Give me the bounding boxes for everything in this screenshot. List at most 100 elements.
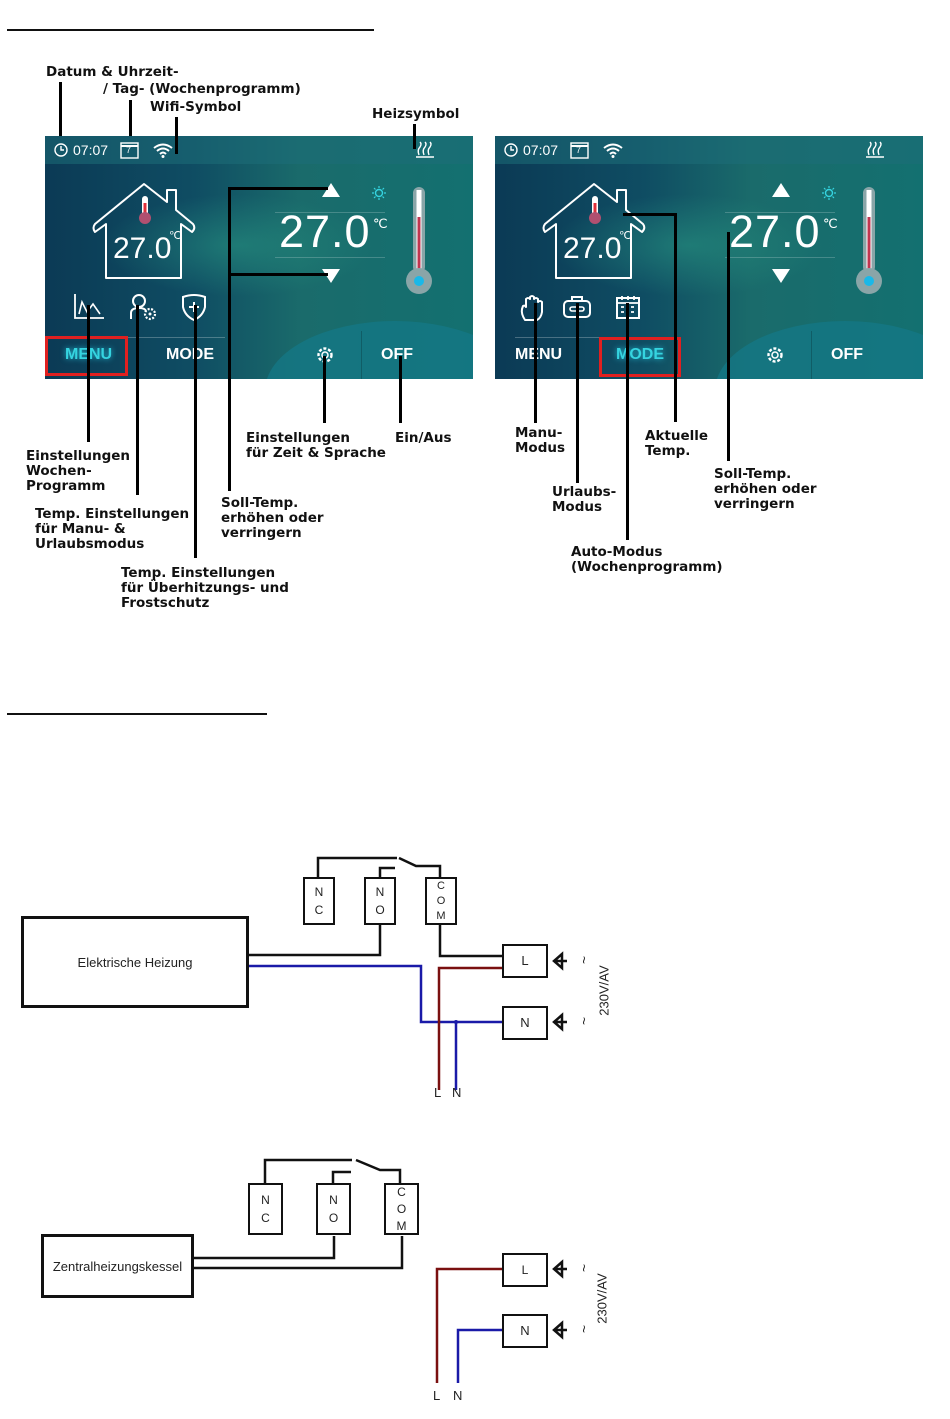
- label-manu-mode: Manu- Modus: [515, 425, 566, 456]
- menu-highlight-box: [45, 336, 128, 376]
- temp-down-button[interactable]: [322, 269, 340, 283]
- no-letter: O: [375, 903, 385, 917]
- sun-icon: [822, 186, 836, 200]
- no-to-heater-wire: [249, 925, 382, 957]
- label-day: / Tag- (Wochenprogramm): [103, 81, 301, 97]
- label-manu-urlaub: Temp. Einstellungen für Manu- & Urlaubsm…: [35, 506, 190, 552]
- l-input-arrow: [552, 951, 567, 971]
- label-onoff: Ein/Aus: [395, 430, 452, 446]
- ac-symbol: ~: [576, 1263, 593, 1273]
- wifi-icon: [153, 143, 173, 158]
- com-to-l-wire: [438, 925, 502, 958]
- status-bar: [45, 136, 473, 164]
- current-temperature: 27.0: [563, 232, 622, 265]
- thermometer-gauge: [406, 187, 432, 294]
- label-weekly-program: Einstellungen Wochen- Programm: [26, 448, 131, 494]
- status-bar: [495, 136, 923, 164]
- setpoint-divider-bottom: [275, 257, 385, 258]
- supply-live-wire: [437, 966, 502, 1090]
- setpoint-unit: ℃: [373, 216, 388, 231]
- terminal-n: N: [502, 1006, 548, 1040]
- nc-letter: N: [261, 1193, 270, 1207]
- n-input-arrow: [552, 1320, 567, 1340]
- heater-neutral-wire: [249, 964, 502, 1024]
- ac-symbol: ~: [576, 1324, 593, 1334]
- time-display: 07:07: [523, 142, 559, 158]
- boiler-label: Zentralheizungskessel: [52, 1258, 183, 1274]
- terminal-l: L: [502, 1253, 548, 1287]
- hand-manual-icon[interactable]: [519, 294, 543, 322]
- pointer-datetime: [59, 82, 62, 136]
- pointer-weekly: [87, 305, 90, 442]
- icon-row-divider: [65, 337, 225, 338]
- relay-bridge-wire: [316, 856, 442, 877]
- clock-icon: [54, 143, 68, 157]
- label-urlaub-mode: Urlaubs- Modus: [552, 484, 617, 515]
- com-letter: C: [437, 879, 445, 892]
- electric-heater-label: Elektrische Heizung: [77, 954, 193, 970]
- mode-button[interactable]: MODE: [166, 346, 214, 363]
- wifi-icon: [603, 143, 623, 158]
- setpoint-unit: ℃: [823, 216, 838, 231]
- current-temp-unit: ℃: [169, 230, 182, 242]
- settings-gear-button[interactable]: [765, 345, 785, 365]
- calendar-icon: [120, 142, 139, 159]
- nc-letter: C: [314, 903, 324, 917]
- pointer-setpoint-v: [228, 188, 231, 491]
- pointer-current-v: [674, 213, 677, 422]
- temp-down-button[interactable]: [772, 269, 790, 283]
- off-button[interactable]: OFF: [381, 346, 413, 363]
- setpoint-temperature: 27.0: [729, 206, 821, 257]
- no-to-boiler-wire: [194, 1236, 336, 1260]
- thermometer-gauge: [856, 187, 882, 294]
- pointer-wifi: [175, 117, 178, 154]
- label-heat-symbol: Heizsymbol: [372, 106, 460, 122]
- label-time-lang: Einstellungen für Zeit & Sprache: [246, 430, 386, 461]
- terminal-n-label: N: [520, 1323, 530, 1338]
- sun-icon: [372, 186, 386, 200]
- pointer-current-h: [623, 213, 677, 216]
- label-datetime: Datum & Uhrzeit-: [46, 64, 179, 80]
- no-letter: N: [329, 1193, 338, 1207]
- pointer-manu-urlaub: [136, 305, 139, 495]
- setpoint-divider-top: [275, 212, 385, 213]
- supply-l-label: L: [433, 1388, 441, 1403]
- terminal-l: L: [502, 944, 548, 978]
- label-frost: Temp. Einstellungen für Überhitzungs- un…: [121, 565, 289, 611]
- electric-heater-box: Elektrische Heizung: [21, 916, 249, 1008]
- label-setpoint-left: Soll-Temp. erhöhen oder verringern: [221, 495, 324, 541]
- temp-up-button[interactable]: [322, 183, 340, 197]
- house-icon: [542, 183, 646, 279]
- relay-bridge-wire: [263, 1158, 402, 1183]
- house-icon: [92, 183, 196, 279]
- com-letter: O: [396, 1201, 407, 1216]
- supply-live-wire: [435, 1267, 502, 1383]
- calendar-day: 7: [126, 145, 132, 155]
- temp-up-button[interactable]: [772, 183, 790, 197]
- nc-letter: C: [261, 1211, 270, 1225]
- label-auto-mode: Auto-Modus (Wochenprogramm): [571, 544, 723, 575]
- pointer-heat: [413, 124, 416, 149]
- panel-divider: [811, 331, 812, 379]
- setpoint-temperature: 27.0: [279, 206, 371, 257]
- calendar-icon: [570, 142, 589, 159]
- thermostat-screen-mode: 07:07 7 27.0 ℃ 27.0 ℃ MENU MODE OFF: [495, 136, 923, 379]
- terminal-l-label: L: [521, 953, 529, 968]
- current-temperature: 27.0: [113, 232, 172, 265]
- heating-icon: [866, 141, 884, 158]
- pointer-time-lang: [323, 356, 326, 423]
- no-letter: O: [328, 1211, 339, 1225]
- menu-button[interactable]: MENU: [515, 346, 563, 363]
- pointer-manu: [534, 303, 537, 423]
- current-temp-unit: ℃: [619, 230, 632, 242]
- top-section-rule: [7, 29, 374, 31]
- com-letter: C: [397, 1184, 406, 1199]
- off-button[interactable]: OFF: [831, 346, 863, 363]
- icon-row-divider: [515, 337, 675, 338]
